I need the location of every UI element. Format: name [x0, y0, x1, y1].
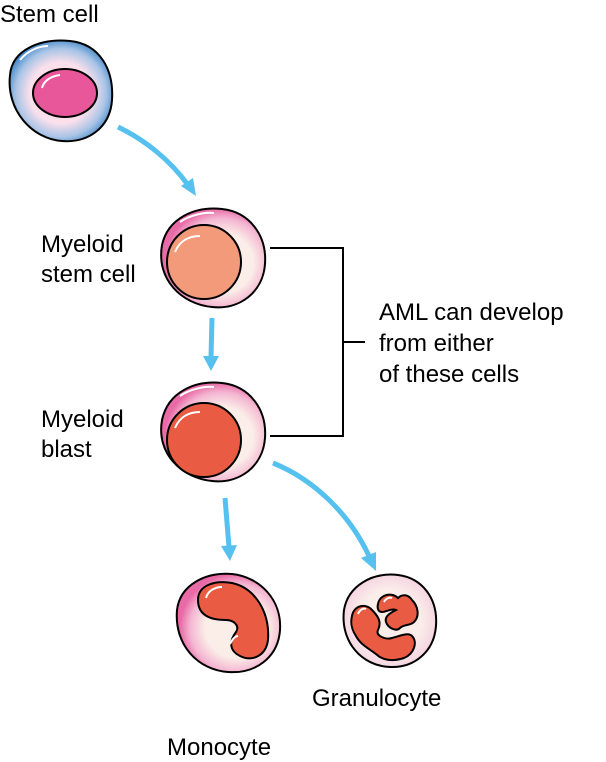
label-aml-2: from either [379, 330, 494, 357]
stem-cell [8, 39, 114, 143]
label-granulocyte: Granulocyte [312, 685, 441, 712]
arrow-myeloid-to-blast [208, 317, 215, 358]
arrowhead [203, 356, 219, 371]
arrowhead [361, 552, 376, 571]
label-stem-cell: Stem cell [0, 1, 99, 28]
arrowhead [181, 178, 196, 196]
label-myeloid-stem-cell-2: stem cell [41, 261, 136, 288]
label-aml-1: AML can develop [379, 299, 564, 326]
monocyte [175, 572, 282, 674]
granulocyte [342, 573, 438, 669]
label-monocyte: Monocyte [167, 734, 271, 761]
bracket [270, 247, 365, 437]
myeloid-blast [160, 381, 267, 483]
label-myeloid-blast-1: Myeloid [41, 406, 124, 433]
label-aml-3: of these cells [379, 361, 519, 388]
arrowhead [221, 545, 237, 561]
label-myeloid-stem-cell-1: Myeloid [41, 231, 124, 258]
arrow-blast-to-monocyte [222, 497, 232, 548]
arrow-stem-to-myeloid [116, 124, 191, 187]
arrow-blast-to-granulocyte [272, 460, 372, 558]
label-myeloid-blast-2: blast [41, 436, 92, 463]
myeloid-stem-cell [160, 207, 267, 309]
